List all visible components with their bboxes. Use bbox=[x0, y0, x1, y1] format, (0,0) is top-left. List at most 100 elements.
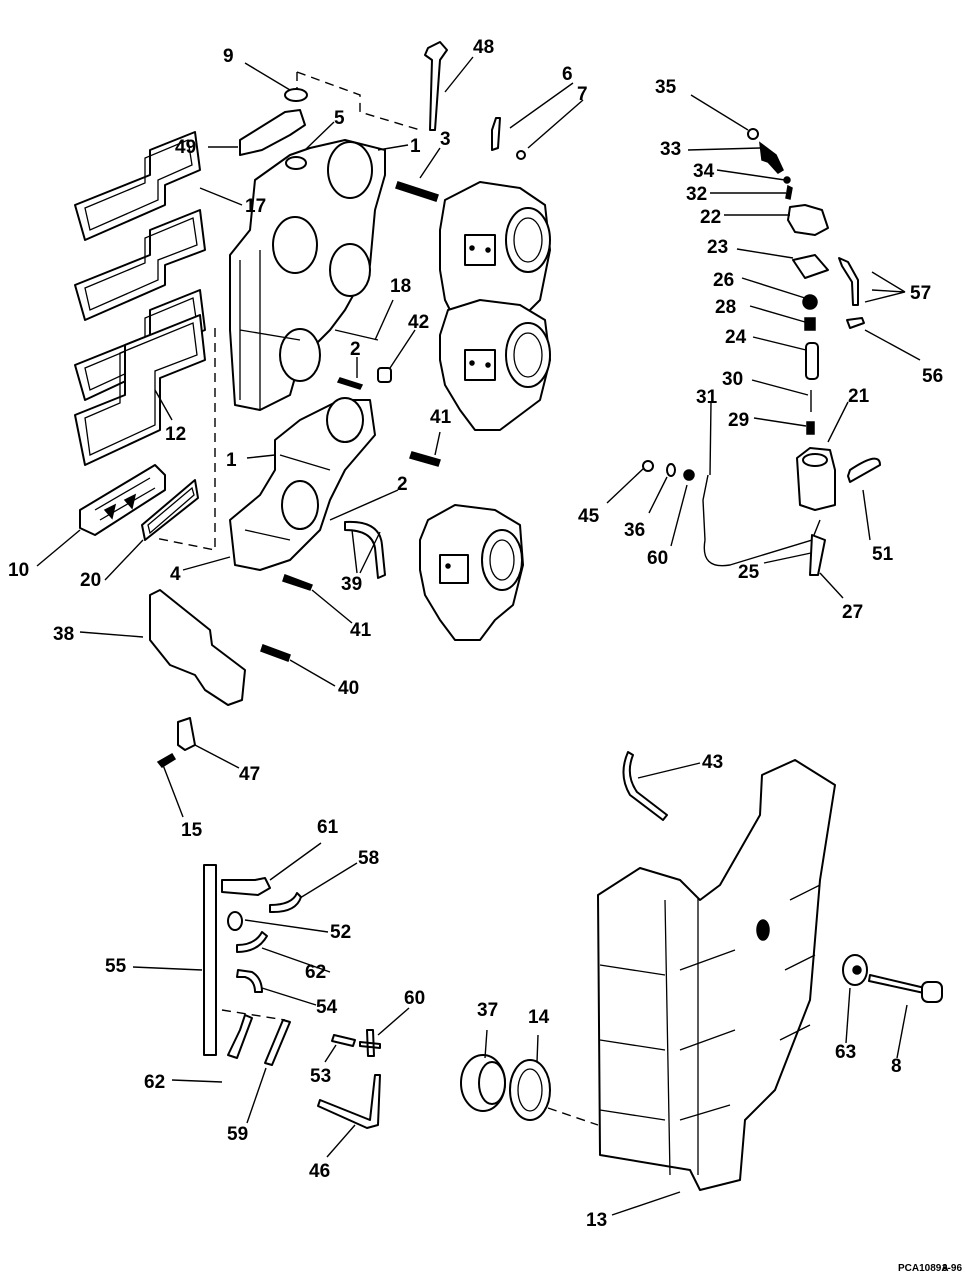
terminal-27 bbox=[809, 534, 826, 576]
leader-lines bbox=[36, 56, 921, 1216]
screw-45 bbox=[642, 460, 654, 472]
callout-62-upper: 62 bbox=[305, 962, 326, 983]
callout-14: 14 bbox=[528, 1007, 550, 1028]
callout-5: 5 bbox=[334, 108, 345, 129]
reed-block-10 bbox=[79, 464, 166, 536]
callout-6: 6 bbox=[562, 64, 573, 85]
hose-53 bbox=[331, 1034, 356, 1047]
callout-56: 56 bbox=[922, 366, 943, 387]
callout-52: 52 bbox=[330, 922, 351, 943]
callout-7: 7 bbox=[577, 84, 588, 105]
callout-32: 32 bbox=[686, 184, 707, 205]
hose-43 bbox=[622, 751, 668, 821]
pin-2 bbox=[336, 377, 364, 390]
pump-cover-22 bbox=[787, 204, 829, 236]
callout-55: 55 bbox=[105, 956, 127, 977]
callout-43: 43 bbox=[702, 752, 723, 773]
grommet-37-inner bbox=[478, 1061, 506, 1105]
clamp-52 bbox=[227, 911, 243, 931]
callout-49: 49 bbox=[175, 137, 196, 158]
stud-3 bbox=[395, 181, 439, 202]
callout-31: 31 bbox=[696, 387, 718, 408]
callout-40: 40 bbox=[338, 678, 359, 699]
tube-24 bbox=[805, 342, 819, 380]
callout-54: 54 bbox=[316, 997, 338, 1018]
callout-1-top: 1 bbox=[410, 136, 421, 157]
callout-2-mid: 2 bbox=[350, 339, 361, 360]
callout-58: 58 bbox=[358, 848, 379, 869]
callout-29: 29 bbox=[728, 410, 749, 431]
callout-47: 47 bbox=[239, 764, 260, 785]
valve-28 bbox=[804, 317, 816, 331]
callout-57: 57 bbox=[910, 283, 931, 304]
seal-14-inner bbox=[517, 1068, 543, 1112]
oring-29 bbox=[806, 421, 815, 435]
wire-31 bbox=[702, 474, 709, 541]
fitting-33 bbox=[759, 141, 784, 174]
callout-38: 38 bbox=[53, 624, 74, 645]
clamp-51 bbox=[847, 457, 881, 483]
washer-5 bbox=[285, 156, 307, 170]
tee-56 bbox=[846, 317, 865, 329]
figure-date: 3-96 bbox=[942, 1263, 962, 1274]
callout-13: 13 bbox=[586, 1210, 607, 1231]
nut-7 bbox=[516, 150, 526, 160]
fitting-57 bbox=[838, 257, 859, 306]
hose-59 bbox=[264, 1019, 291, 1066]
hose-62a bbox=[236, 931, 268, 953]
bracket-38 bbox=[149, 589, 246, 706]
callout-53: 53 bbox=[310, 1066, 331, 1087]
callout-18: 18 bbox=[390, 276, 411, 297]
screw-18 bbox=[334, 329, 379, 341]
callout-60-pump: 60 bbox=[647, 548, 668, 569]
callout-34: 34 bbox=[693, 161, 715, 182]
gasket-17b bbox=[74, 209, 206, 321]
plug-42 bbox=[377, 367, 392, 383]
callout-37: 37 bbox=[477, 1000, 498, 1021]
assembly-line bbox=[154, 328, 216, 551]
assembly-line bbox=[547, 1107, 599, 1126]
diaphragm-23 bbox=[792, 254, 829, 279]
cap-35 bbox=[747, 128, 759, 140]
assembly-line bbox=[296, 71, 421, 131]
screw-40 bbox=[260, 644, 291, 662]
callout-30: 30 bbox=[722, 369, 743, 390]
callout-8: 8 bbox=[891, 1056, 902, 1077]
seal-14 bbox=[509, 1059, 551, 1121]
callout-17: 17 bbox=[245, 196, 266, 217]
washer-63-hole bbox=[852, 965, 862, 975]
hose-46 bbox=[317, 1074, 381, 1129]
callout-61: 61 bbox=[317, 817, 339, 838]
callout-15: 15 bbox=[181, 820, 203, 841]
hose-58 bbox=[269, 892, 302, 914]
callout-23: 23 bbox=[707, 237, 728, 258]
callout-25: 25 bbox=[738, 562, 760, 583]
intake-manifold-lower bbox=[229, 397, 376, 571]
gasket-17 bbox=[74, 131, 201, 241]
figure-code: PCA1089A bbox=[898, 1263, 949, 1274]
spring-26 bbox=[802, 294, 818, 310]
callout-33: 33 bbox=[660, 139, 681, 160]
callout-41-lower: 41 bbox=[350, 620, 372, 641]
callout-39: 39 bbox=[341, 574, 362, 595]
callout-4: 4 bbox=[170, 564, 181, 585]
callout-9: 9 bbox=[223, 46, 234, 67]
bracket-49 bbox=[239, 109, 306, 156]
fuel-tank-13 bbox=[597, 759, 836, 1191]
callout-24: 24 bbox=[725, 327, 747, 348]
tee-60b bbox=[359, 1029, 381, 1057]
callout-62-lower: 62 bbox=[144, 1072, 165, 1093]
callout-35: 35 bbox=[655, 77, 677, 98]
callout-12: 12 bbox=[165, 424, 186, 445]
washer-36 bbox=[666, 463, 676, 477]
callout-28: 28 bbox=[715, 297, 736, 318]
intake-manifold-upper bbox=[229, 139, 386, 411]
washer-9 bbox=[284, 88, 308, 102]
gasket-20 bbox=[141, 479, 199, 541]
nut-60a bbox=[683, 469, 695, 481]
callout-41-upper: 41 bbox=[430, 407, 452, 428]
callout-60-line: 60 bbox=[404, 988, 425, 1009]
bolt-8 bbox=[868, 974, 926, 994]
callout-2-lower: 2 bbox=[397, 474, 408, 495]
